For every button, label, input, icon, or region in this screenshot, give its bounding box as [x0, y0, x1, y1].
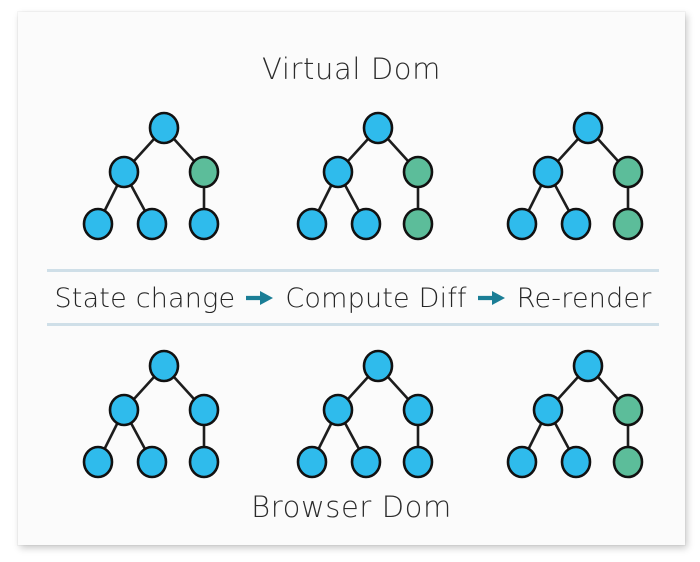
- tree-node-mid-left: [108, 155, 140, 189]
- tree-node-root: [362, 349, 394, 383]
- tree-node-mid-right: [188, 393, 220, 427]
- tree-node-leaf-3: [402, 207, 434, 241]
- tree-node-root: [148, 349, 180, 383]
- tree-node-leaf-3: [188, 445, 220, 479]
- tree-node-leaf-3: [612, 207, 644, 241]
- virtual-dom-title: Virtual Dom: [262, 52, 441, 86]
- tree-node-root: [572, 111, 604, 145]
- flow-band: State change Compute Diff Re-render: [47, 276, 659, 320]
- browser-dom-title: Browser Dom: [251, 490, 452, 524]
- tree-node-leaf-2: [560, 207, 592, 241]
- flow-step-label: Compute Diff: [285, 282, 467, 314]
- tree-node-leaf-1: [506, 445, 538, 479]
- tree-node-leaf-1: [296, 445, 328, 479]
- tree-node-leaf-3: [402, 445, 434, 479]
- tree-node-mid-left: [532, 393, 564, 427]
- tree-node-leaf-2: [136, 207, 168, 241]
- tree-node-leaf-2: [560, 445, 592, 479]
- tree-node-leaf-1: [82, 445, 114, 479]
- tree-node-mid-right: [402, 155, 434, 189]
- tree-node-mid-left: [322, 155, 354, 189]
- browser-tree-3: [500, 348, 665, 493]
- tree-node-leaf-1: [506, 207, 538, 241]
- tree-node-leaf-3: [188, 207, 220, 241]
- tree-node-leaf-1: [82, 207, 114, 241]
- virtual-tree-3: [500, 110, 665, 255]
- tree-node-mid-right: [402, 393, 434, 427]
- virtual-tree-1: [76, 110, 241, 255]
- browser-tree-1: [76, 348, 241, 493]
- flow-divider-bottom: [47, 323, 659, 326]
- flow-step-label: State change: [54, 282, 236, 314]
- virtual-tree-2: [290, 110, 455, 255]
- flow-step-label: Re-render: [516, 282, 652, 314]
- browser-tree-2: [290, 348, 455, 493]
- tree-node-leaf-2: [350, 445, 382, 479]
- arrow-right-icon: [245, 288, 275, 308]
- tree-node-mid-left: [108, 393, 140, 427]
- tree-node-root: [572, 349, 604, 383]
- tree-node-root: [362, 111, 394, 145]
- tree-node-mid-right: [612, 155, 644, 189]
- tree-node-root: [148, 111, 180, 145]
- tree-node-leaf-3: [612, 445, 644, 479]
- arrow-right-icon: [477, 288, 507, 308]
- diagram-card: Virtual Dom State change Compute Diff Re-r…: [18, 12, 685, 545]
- tree-node-mid-left: [532, 155, 564, 189]
- flow-divider-top: [47, 269, 659, 272]
- tree-node-leaf-2: [136, 445, 168, 479]
- tree-node-mid-left: [322, 393, 354, 427]
- tree-node-leaf-2: [350, 207, 382, 241]
- tree-node-mid-right: [188, 155, 220, 189]
- tree-node-leaf-1: [296, 207, 328, 241]
- tree-node-mid-right: [612, 393, 644, 427]
